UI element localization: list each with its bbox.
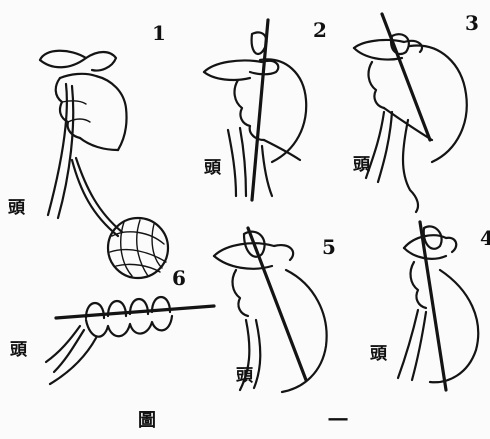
step-number-1: 1 [152, 23, 166, 43]
step-number-5: 5 [322, 237, 336, 257]
yarn-end-label-3: 頭 [353, 157, 370, 174]
panel-5-illustration [214, 228, 327, 392]
yarn-end-label-1: 頭 [8, 200, 25, 217]
yarn-end-label-4: 頭 [370, 346, 387, 363]
step-number-4: 4 [480, 228, 490, 248]
panel-4-illustration [398, 222, 478, 390]
yarn-end-label-5: 頭 [236, 368, 253, 385]
figure-caption-word: 圖 [138, 412, 156, 430]
panel-1-illustration [40, 51, 168, 278]
panel-3-illustration [354, 14, 467, 212]
step-number-6: 6 [172, 268, 186, 288]
yarn-end-label-6: 頭 [10, 342, 27, 359]
step-number-2: 2 [313, 20, 327, 40]
panel-6-illustration [46, 297, 214, 384]
step-number-3: 3 [465, 13, 479, 33]
yarn-end-label-2: 頭 [204, 160, 221, 177]
figure-caption-number: 一 [328, 410, 348, 430]
